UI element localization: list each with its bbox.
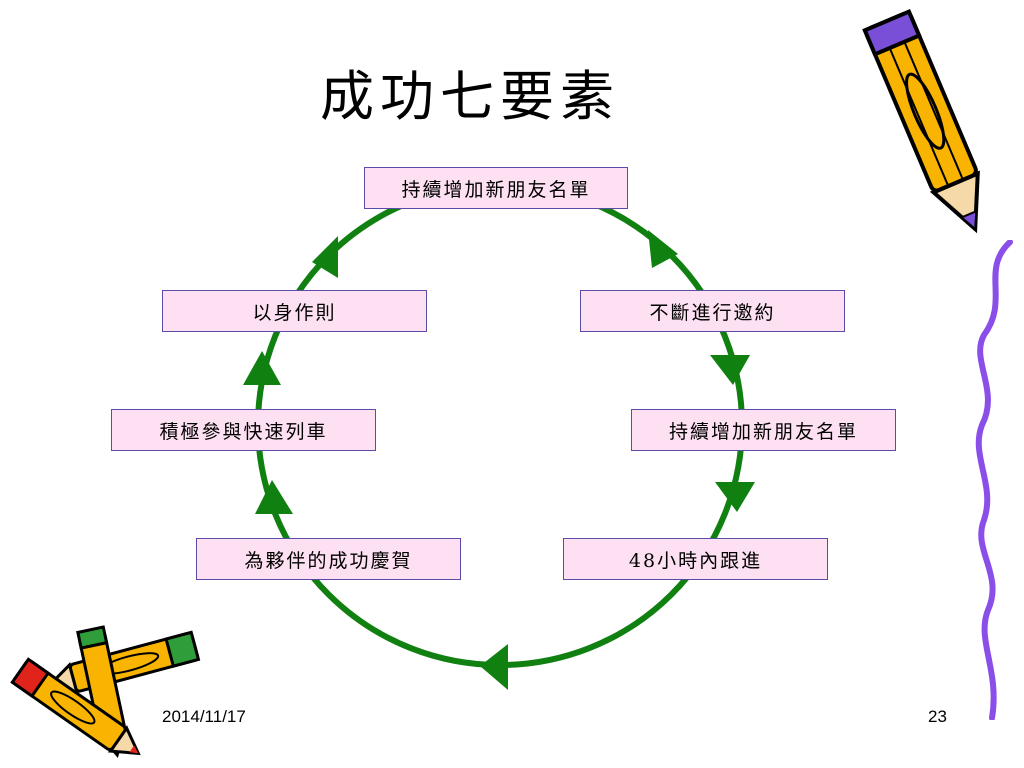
step-box-right-middle: 持續增加新朋友名單 [631,409,896,451]
cycle-arrow-2 [710,355,750,385]
pencil-icon [862,8,980,234]
cycle-arrow-6 [243,351,281,385]
cycle-arrow-5 [255,480,293,514]
cycle-arrow-1 [648,230,678,268]
purple-squiggle-line [975,240,1013,720]
footer-date: 2014/11/17 [162,707,246,726]
step-box-top: 持續增加新朋友名單 [364,167,628,209]
step-box-left-lower: 為夥伴的成功慶賀 [196,538,461,580]
cycle-arrow-7 [312,236,338,278]
cycle-arrow-4 [480,644,508,690]
crossed-pencils-icon [10,625,201,759]
step-box-left-upper: 以身作則 [162,290,427,332]
cycle-arrow-3 [715,482,755,512]
page-number: 23 [928,707,947,726]
step-box-left-middle: 積極參與快速列車 [111,409,376,451]
step-box-right-lower: 48小時內跟進 [563,538,828,580]
slide-title: 成功七要素 [320,65,620,128]
step-box-right-upper: 不斷進行邀約 [580,290,845,332]
